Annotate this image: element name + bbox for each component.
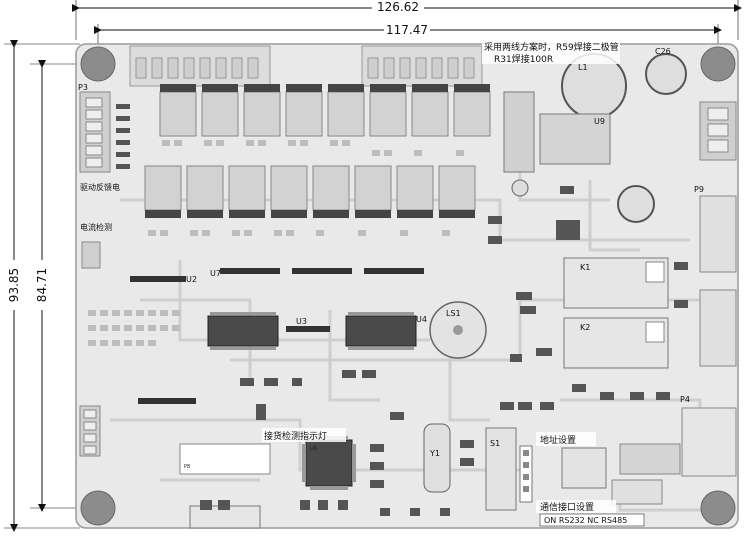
transistor-row-top: [159, 84, 491, 137]
label-u9: U9: [594, 117, 605, 126]
label-l1: L1: [578, 63, 588, 72]
top-connectors: [129, 45, 483, 87]
relays: K1 K2: [563, 257, 669, 369]
label-c26: C26: [655, 47, 671, 56]
label-u3: U3: [296, 317, 307, 326]
label-left-mid: 电流检测: [80, 222, 112, 232]
assembly-note: 采用两线方案时，R59焊接二极管 R31焊接100R: [482, 38, 620, 65]
label-u4: U4: [416, 315, 427, 324]
ic-strips: [130, 268, 424, 404]
capacitor-c7: [617, 185, 655, 223]
dim-total-height: 93.85: [7, 268, 21, 302]
small-parts: [200, 186, 670, 516]
power-section: L1 C26 U9: [503, 47, 687, 223]
label-s1: S1: [490, 439, 500, 448]
small-connector-left: [81, 241, 101, 269]
resistor-column-left: [116, 104, 130, 169]
dip-switch-s1: S1: [485, 427, 533, 511]
label-comm-setting: 通信接口设置: [540, 501, 594, 513]
label-u2: U2: [186, 275, 197, 284]
transistor-row-middle: [144, 165, 476, 218]
connector-p9: [699, 195, 737, 273]
smd-pads: [88, 140, 464, 346]
section-labels: 接货检测指示灯 地址设置 通信接口设置 ON RS232 NC RS485: [262, 428, 645, 527]
capacitor-c26: [645, 53, 687, 95]
large-ics: U4 U3 U2 U7: [186, 269, 427, 350]
connector-p3: P3: [78, 83, 111, 173]
label-p8: P8: [184, 464, 190, 470]
dim-inner-height: 84.71: [35, 268, 49, 302]
label-address-setting: 地址设置: [540, 434, 576, 446]
mounting-hole-top-left: [80, 46, 116, 82]
header-p8: P8: [179, 443, 271, 475]
right-connectors: P9 P4: [680, 101, 737, 477]
mounting-hole-bottom-right: [700, 490, 736, 526]
ic-u2: [130, 276, 186, 282]
note-line1: 采用两线方案时，R59焊接二极管: [484, 41, 619, 53]
diodes-near-relays: [510, 262, 688, 362]
chip-ut1: [561, 447, 607, 489]
label-left-top: 驱动反馈电: [80, 182, 120, 192]
label-k1: K1: [580, 263, 590, 272]
mcu-u6: U6: [302, 436, 356, 490]
ic-u4: [345, 315, 417, 347]
label-u7: U7: [210, 269, 221, 278]
pcb-board: [75, 43, 739, 529]
ic-u3: [286, 326, 330, 332]
ic-soic-left: [207, 315, 279, 347]
dim-inner-width: 117.47: [386, 23, 428, 37]
label-u6: U6: [310, 446, 317, 452]
label-p3: P3: [78, 83, 88, 92]
ic-u7: [220, 268, 280, 274]
label-p4: P4: [680, 395, 690, 404]
dim-total-width: 126.62: [377, 0, 419, 14]
mounting-hole-bottom-left: [80, 490, 116, 526]
mounting-holes: [80, 46, 736, 526]
label-y1: Y1: [429, 449, 440, 458]
crystal-y1: Y1: [423, 423, 451, 493]
buzzer-ls1: LS1: [429, 301, 487, 359]
label-output-indicator: 接货检测指示灯: [264, 430, 327, 442]
dimension-lines: 126.62 117.47 93.85 84.71: [4, 0, 742, 532]
mounting-hole-top-right: [700, 46, 736, 82]
note-line2: R31焊接100R: [494, 53, 553, 65]
connector-p4: [681, 407, 737, 477]
label-k2: K2: [580, 323, 590, 332]
label-p9: P9: [694, 185, 704, 194]
label-ls1: LS1: [446, 309, 461, 318]
label-comm-options: ON RS232 NC RS485: [544, 516, 627, 525]
connector-p5: [79, 405, 101, 457]
regulator-u9: [539, 113, 611, 165]
